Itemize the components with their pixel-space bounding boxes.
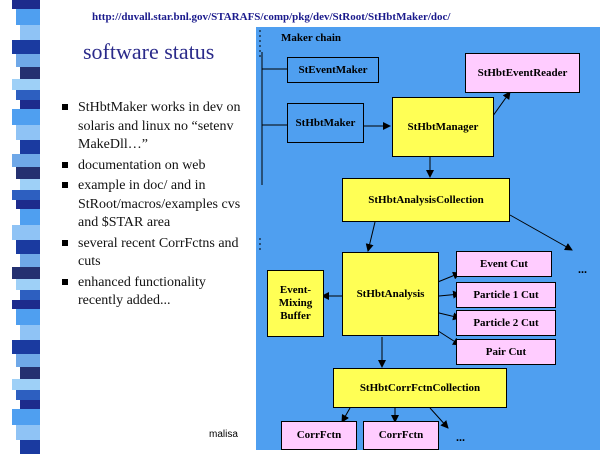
stripe-segment [12,79,40,90]
pair-cut-box[interactable]: Pair Cut [456,339,556,365]
bullet-item: StHbtMaker works in dev on solaris and l… [62,99,252,155]
stripe-segment [16,167,40,179]
stripe-segment [12,379,40,390]
arrow-collection-analysis [365,221,376,252]
bullet-icon [62,104,68,110]
corrfctn-box-1[interactable]: CorrFctn [281,421,357,450]
analysis-collection-box[interactable]: StHbtAnalysisCollection [342,178,510,222]
bullet-text: StHbtMaker works in dev on solaris and l… [78,100,241,152]
stripe-segment [20,100,40,109]
stripe-segment [12,267,40,279]
stripe-segment [16,425,40,440]
stripe-segment [16,279,40,290]
stripe-segment [20,325,40,340]
stripe-segment [20,67,40,79]
bullet-item: example in doc/ and in StRoot/macros/exa… [62,177,252,233]
analysis-box[interactable]: StHbtAnalysis [342,252,439,336]
stripe-segment [16,200,40,209]
bullet-icon [62,278,68,285]
bullet-text: several recent CorrFctns and cuts [78,235,239,270]
bullet-icon [62,182,68,188]
stripe-segment [16,390,40,400]
particle2-cut-box[interactable]: Particle 2 Cut [456,310,556,336]
stripe-segment [16,125,40,140]
stripe-segment [16,354,40,367]
corrfctn-collection-box[interactable]: StHbtCorrFctnCollection [333,368,507,408]
stripe-segment [16,240,40,254]
stripe-segment [12,300,40,309]
event-cut-box[interactable]: Event Cut [456,251,552,277]
stripe-segment [12,40,40,54]
maker-chain-header: Maker chain [281,32,341,44]
stripe-segment [16,9,40,25]
stripe-segment [16,309,40,325]
stripe-segment [20,290,40,300]
slide-title: software status [83,39,215,64]
steventmaker-box[interactable]: StEventMaker [287,57,379,83]
stripe-segment [12,409,40,425]
mixing-buffer-box[interactable]: Event-Mixing Buffer [267,270,324,337]
corrfctn-box-2[interactable]: CorrFctn [363,421,439,450]
stripe-segment [16,54,40,67]
more-corrfctns-ellipsis: ... [456,430,465,444]
manager-box[interactable]: StHbtManager [392,97,494,157]
stripe-segment [16,90,40,100]
sthbtmaker-box[interactable]: StHbtMaker [287,103,364,143]
bullet-text: example in doc/ and in StRoot/macros/exa… [78,178,241,230]
bullet-icon [62,239,68,246]
stripe-segment [20,254,40,267]
particle1-cut-box[interactable]: Particle 1 Cut [456,282,556,308]
arrow-collection-more [509,214,573,251]
arrow-corrcoll-cf1 [341,407,351,423]
stripe-segment [12,225,40,240]
author-label: malisa [209,429,238,440]
stripe-segment [20,179,40,190]
bullet-icon [62,161,68,168]
stripe-segment [20,140,40,154]
decorative-stripe [0,0,52,454]
stripe-segment [12,340,40,354]
arrow-corrcoll-more [429,407,449,429]
stripe-segment [20,209,40,225]
stripe-segment [12,154,40,167]
stripe-segment [12,190,40,200]
stripe-segment [12,109,40,125]
bullet-item: documentation on web [62,157,252,176]
bullet-list: StHbtMaker works in dev on solaris and l… [62,99,252,313]
bullet-item: several recent CorrFctns and cuts [62,235,252,272]
bullet-text: enhanced functionality recently added... [78,274,206,309]
stripe-segment [12,0,40,9]
stripe-segment [20,25,40,40]
stripe-segment [20,400,40,409]
stripe-segment [20,367,40,379]
bullet-item: enhanced functionality recently added... [62,274,252,311]
doc-url[interactable]: http://duvall.star.bnl.gov/STARAFS/comp/… [92,11,451,23]
bullet-text: documentation on web [78,157,206,173]
more-analyses-ellipsis: ... [578,262,587,276]
eventreader-box[interactable]: StHbtEventReader [465,53,580,93]
